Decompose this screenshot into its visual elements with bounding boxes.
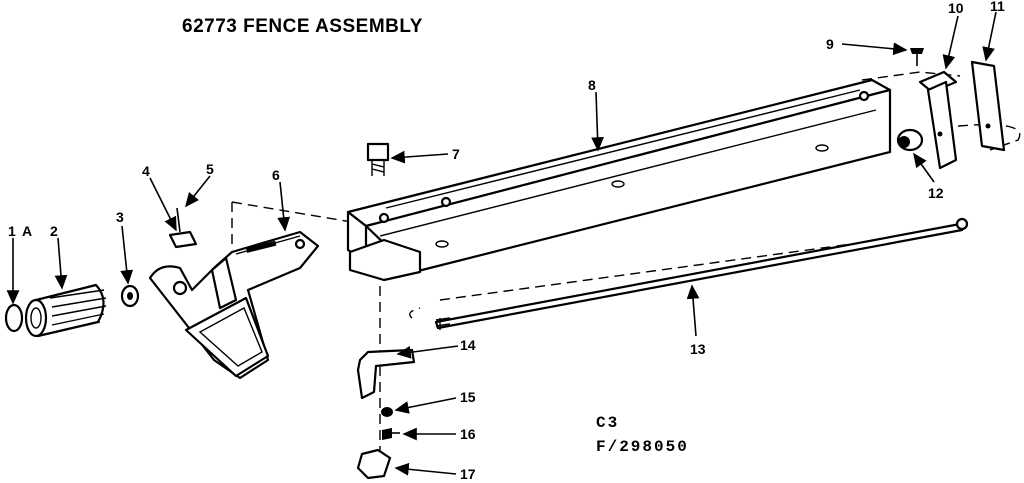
screw-part-5	[176, 207, 181, 233]
callout-17: 17	[460, 466, 476, 482]
fence-bracket-part-6	[148, 230, 320, 380]
screw-part-9	[910, 48, 924, 66]
end-cap-part-1	[4, 303, 24, 333]
callout-14: 14	[460, 337, 476, 353]
callout-5: 5	[206, 161, 214, 177]
callout-8: 8	[588, 77, 596, 93]
callout-10: 10	[948, 0, 964, 16]
knob-handle-part-2	[24, 283, 107, 338]
drawing-code-part-number: F/298050	[596, 438, 689, 456]
clip-part-4	[168, 230, 198, 249]
callout-a: A	[22, 223, 32, 239]
callout-1: 1	[8, 223, 16, 239]
diagram-title: 62773 FENCE ASSEMBLY	[182, 16, 423, 37]
bushing-part-12	[896, 128, 924, 152]
callout-12: 12	[928, 185, 944, 201]
callout-16: 16	[460, 426, 476, 442]
washer-part-15	[381, 407, 393, 417]
callout-9: 9	[826, 36, 834, 52]
callout-6: 6	[272, 167, 280, 183]
washer-part-3	[120, 284, 140, 308]
leader-arrows	[6, 11, 997, 476]
plate-part-11	[970, 60, 1006, 152]
callout-13: 13	[690, 341, 706, 357]
l-bracket-part-10	[918, 70, 958, 170]
bolt-part-7	[366, 142, 390, 176]
callout-labels: 1 A 2 3 4 5 6 7 8 9 10 11 12 13 14 15 16…	[8, 0, 1005, 482]
callout-2: 2	[50, 223, 58, 239]
callout-3: 3	[116, 209, 124, 225]
callout-15: 15	[460, 389, 476, 405]
callout-7: 7	[452, 146, 460, 162]
callout-4: 4	[142, 163, 150, 179]
fence-rail-part-8	[346, 78, 892, 282]
bracket-part-14	[356, 348, 416, 400]
screw-part-16	[382, 428, 400, 440]
callout-11: 11	[990, 0, 1005, 14]
drawing-code-c3: C3	[596, 414, 620, 432]
nut-part-17	[356, 448, 392, 480]
rod-part-13	[434, 217, 969, 330]
